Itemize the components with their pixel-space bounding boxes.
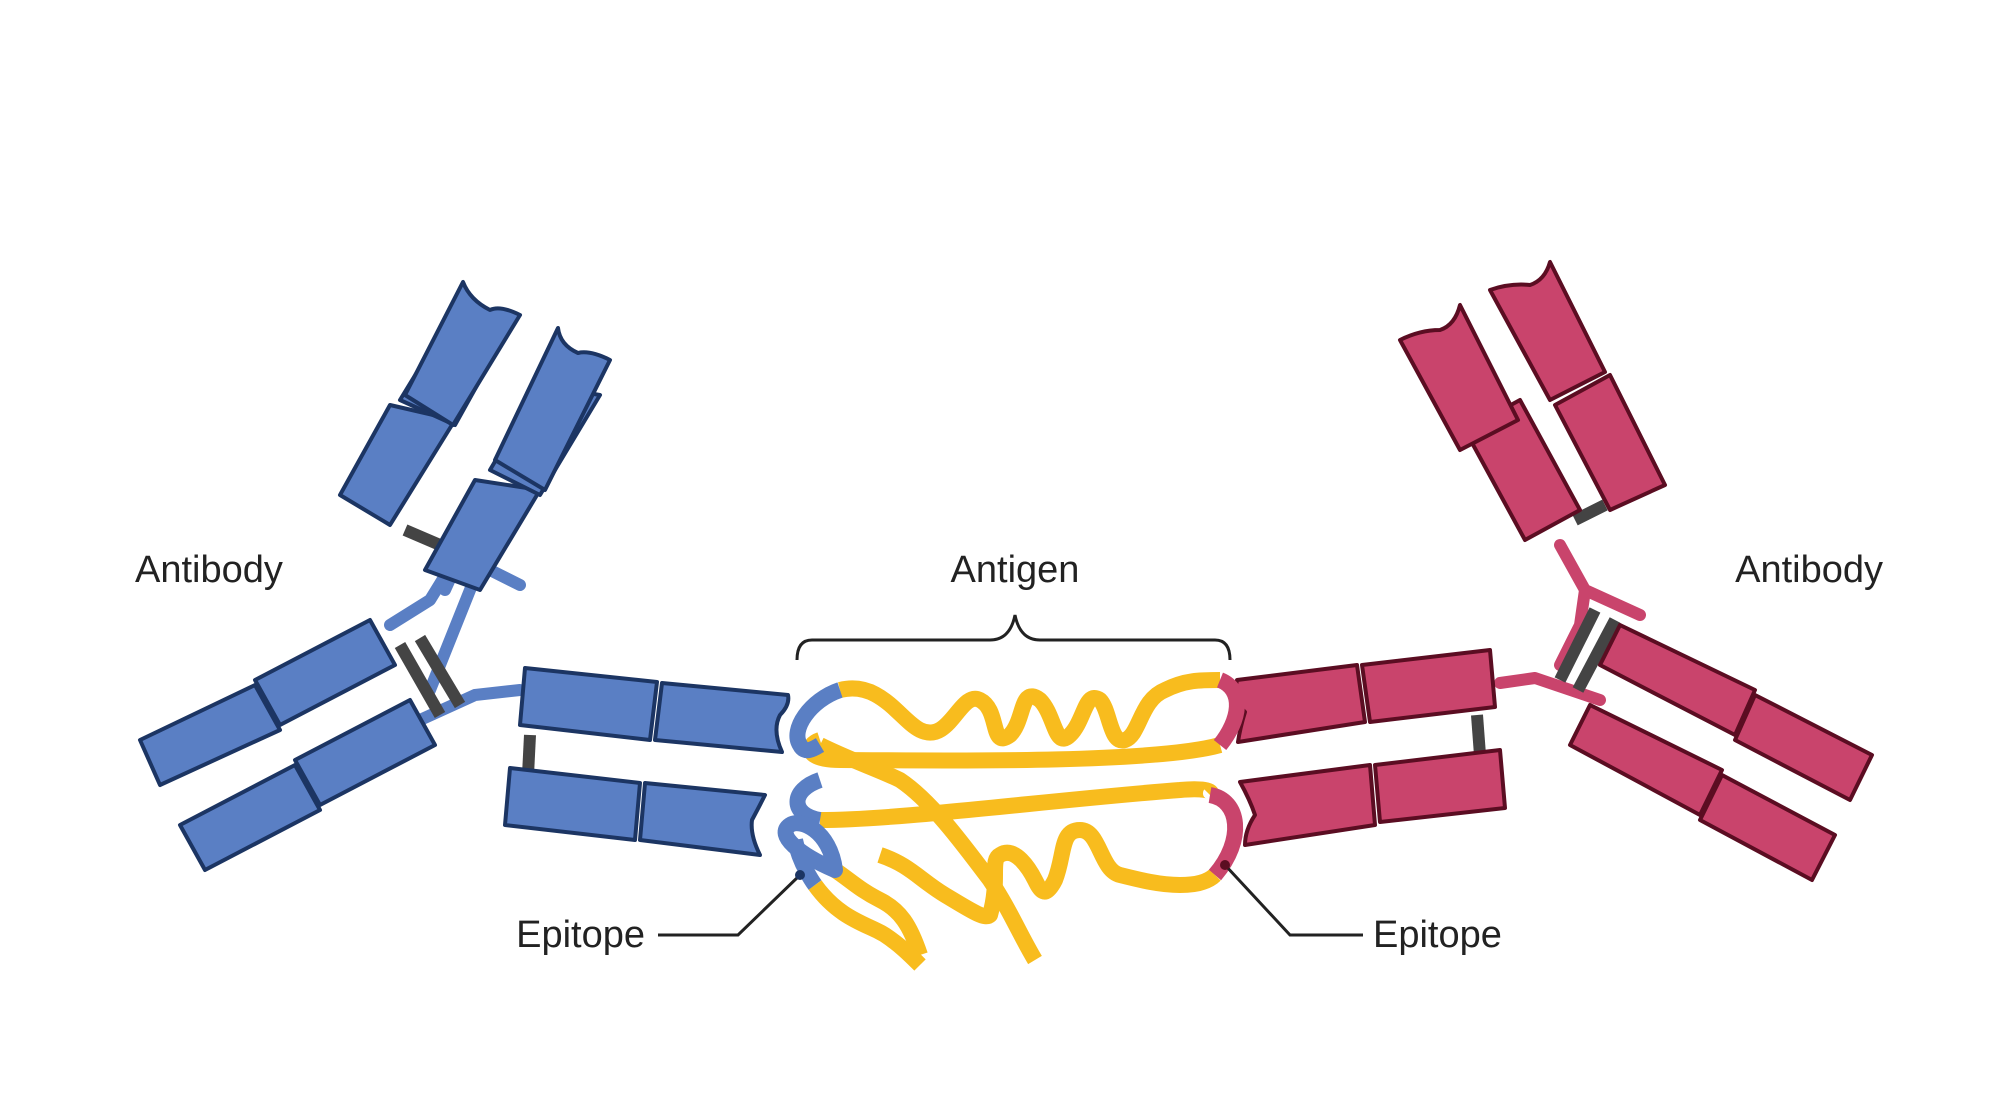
antibody-left-variable-domain [638, 781, 767, 857]
antigen-chain [877, 822, 1221, 925]
antibody-left-domain [253, 618, 397, 727]
antibody-right-variable-domain [1488, 260, 1607, 402]
antibody-left-label: Antibody [135, 549, 283, 591]
antigen-label: Antigen [951, 549, 1080, 591]
antibody-left-variable-domain [653, 681, 791, 754]
epitope-right-leader [1223, 863, 1363, 937]
antigen-epitope-right [1213, 672, 1245, 750]
antibody-right-domain [1733, 693, 1874, 802]
antibody-right-disulfide-bond [1572, 499, 1608, 526]
antibody-left-domain [338, 403, 457, 527]
antibody-left [138, 280, 791, 872]
antibody-right-disulfide-bond [1471, 714, 1486, 756]
antibody-left-domain [503, 766, 642, 842]
antibody-right-lower-arm [1568, 623, 1874, 882]
antibody-right-variable-domain [1398, 303, 1520, 452]
antibody-right-domain [1360, 648, 1497, 724]
epitope-right-marker [1220, 860, 1230, 870]
epitope-left-marker [795, 870, 805, 880]
antigen-chain [802, 732, 1223, 769]
antibody-right-disulfide-bond [1554, 607, 1601, 683]
antibody-right [1233, 260, 1874, 882]
epitope-right-label: Epitope [1373, 914, 1502, 956]
antibody-left-domain [138, 683, 282, 787]
antibody-right-upper-arm [1398, 260, 1667, 542]
antibody-left-binding-arm [503, 666, 791, 857]
antigen-epitope-left [789, 682, 843, 759]
antibody-right-binding-arm [1233, 648, 1507, 847]
antigen-epitope-left [787, 838, 822, 890]
antibody-right-hinge-chain [1494, 539, 1646, 706]
antibody-left-domain [518, 666, 659, 742]
antibody-right-domain [1553, 373, 1667, 512]
antibody-right-domain [1373, 748, 1507, 824]
antibody-right-variable-domain [1233, 663, 1367, 744]
antigen-chain [830, 863, 928, 958]
antigen-chain [808, 880, 926, 971]
antibody-right-domain [1598, 623, 1757, 737]
antibody-right-domain [1698, 773, 1837, 882]
antibody-left-upper-arm [338, 280, 612, 592]
antibody-right-variable-domain [1238, 763, 1377, 847]
antibody-left-domain [293, 698, 437, 807]
antigen [777, 672, 1245, 971]
antigen-epitope-left [789, 772, 824, 828]
antibody-left-domain [423, 478, 542, 592]
antigen-chain [819, 781, 1219, 828]
antibody-left-disulfide-bond [414, 634, 466, 709]
antigen-bracket [795, 614, 1232, 661]
epitope-left-leader [658, 873, 802, 937]
antibody-left-domain [178, 763, 322, 872]
antibody-right-disulfide-bond [1572, 617, 1621, 693]
antibody-right-domain [1568, 703, 1724, 817]
antibody-left-variable-domain [403, 280, 522, 427]
antigen-chain [838, 672, 1221, 749]
antibody-right-label: Antibody [1735, 549, 1883, 591]
epitope-left-label: Epitope [516, 914, 645, 956]
antibody-left-variable-domain [493, 326, 612, 492]
antigen-chain [816, 737, 1042, 965]
antibody-left-lower-arm [138, 618, 437, 872]
antibody-left-disulfide-bond [402, 524, 443, 551]
antibody-left-disulfide-bond [394, 642, 446, 718]
